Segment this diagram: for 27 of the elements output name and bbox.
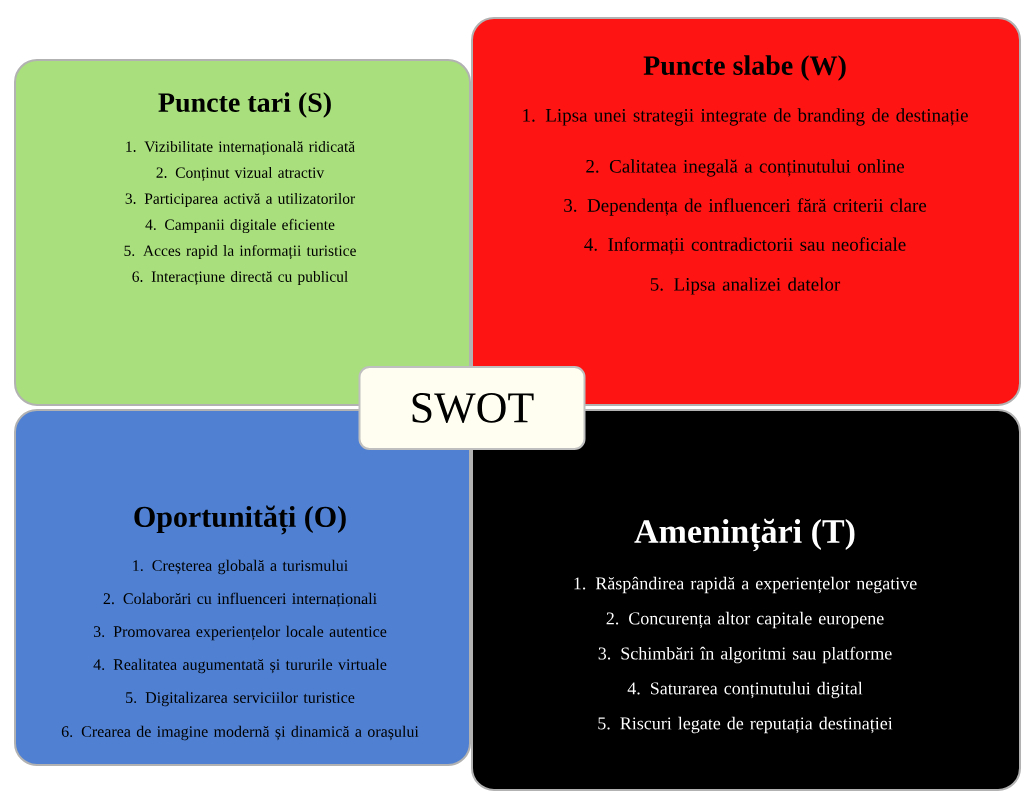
list-item: 5. Digitalizarea serviciilor turistice [126,691,355,707]
list-item: 6. Crearea de imagine modernă și dinamică a orașului [61,725,419,741]
list-item: 5. Acces rapid la informații turistice [124,244,356,260]
list-item: 3. Dependența de influenceri fără criterii clare [564,198,927,216]
list-item: 3. Promovarea experiențelor locale autentice [93,625,387,641]
list-item: 5. Riscuri legate de reputația destinației [598,716,893,734]
quadrant-heading: Oportunități (O) [134,505,346,535]
list-item: 2. Colaborări cu influenceri internaționali [103,592,377,608]
quadrant-heading: Puncte slabe (W) [643,55,846,81]
list-item: 1. Vizibilitate internațională ridicată [126,140,355,155]
list-item: 1. Răspândirea rapidă a experiențelor negative [574,576,917,594]
list-item: 5. Lipsa analizei datelor [650,277,841,295]
list-item: 3. Schimbări în algoritmi sau platforme [598,646,892,664]
list-item: 4. Campanii digitale eficiente [145,218,335,234]
list-item: 4. Saturarea conținutului digital [627,681,863,699]
list-item: 4. Informații contradictorii sau neoficiale [584,237,906,255]
quadrant-heading: Amenințări (T) [634,518,855,552]
list-item: 1. Creșterea globală a turismului [133,559,348,575]
quadrant-heading: Puncte tari (S) [158,92,331,118]
list-item: 6. Interacțiune directă cu publicul [132,270,348,285]
list-item: 4. Realitatea augumentată și tururile virtuale [93,658,387,674]
list-item: 1. Lipsa unei strategii integrate de branding de destinație [523,108,968,126]
list-item: 3. Participarea activă a utilizatorilor [125,192,355,207]
list-item: 2. Conținut vizual atractiv [156,166,325,181]
list-item: 2. Concurența altor capitale europene [606,611,884,629]
list-item: 2. Calitatea inegală a conținutului online [586,159,904,177]
center-label: SWOT [358,366,586,450]
